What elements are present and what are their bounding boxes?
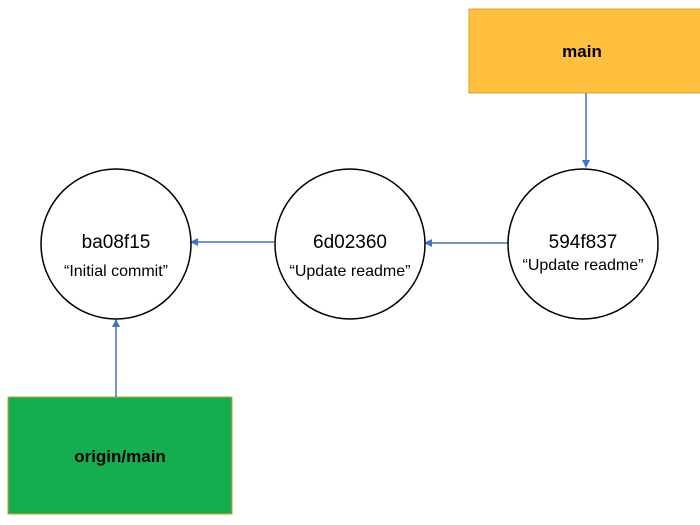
commit-node[interactable]: ba08f15 “Initial commit”: [40, 168, 192, 320]
commit-circle: [274, 168, 426, 320]
ref-main[interactable]: main: [468, 8, 700, 94]
commit-node[interactable]: 594f837 “Update readme”: [507, 168, 659, 320]
commit-message: “Update readme”: [290, 263, 411, 280]
commit-message: “Update readme”: [523, 257, 644, 274]
commit-hash: ba08f15: [82, 232, 151, 253]
commit-hash: 6d02360: [313, 232, 387, 253]
commit-circle: [507, 168, 659, 320]
ref-main-label: main: [562, 42, 602, 61]
ref-main-box: [468, 8, 700, 94]
ref-origin-main-box: [7, 396, 233, 515]
ref-origin-main[interactable]: origin/main: [7, 396, 233, 515]
commit-message: “Initial commit”: [64, 263, 168, 280]
commit-hash: 594f837: [549, 232, 618, 253]
commit-node[interactable]: 6d02360 “Update readme”: [274, 168, 426, 320]
ref-origin-main-label: origin/main: [74, 447, 166, 466]
commit-circle: [40, 168, 192, 320]
